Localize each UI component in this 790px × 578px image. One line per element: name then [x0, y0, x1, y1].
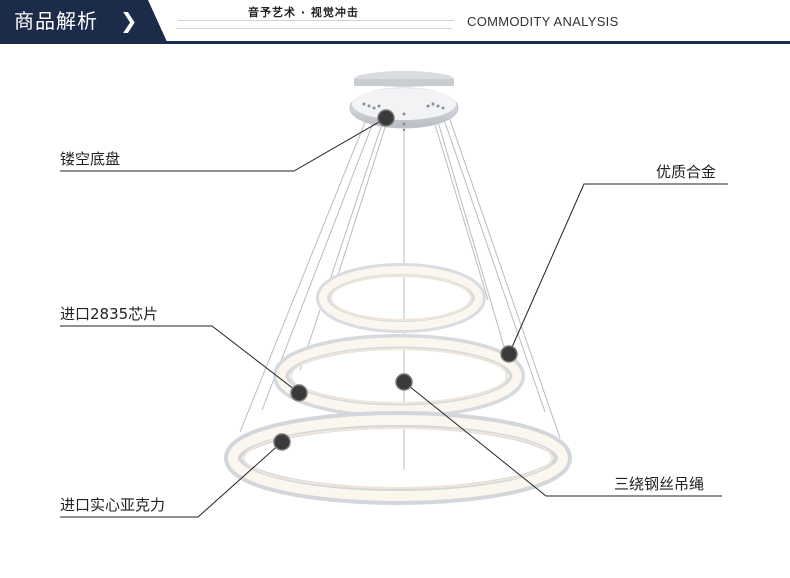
- callout-lines: [60, 117, 728, 518]
- marker-steel-wire: [395, 373, 413, 391]
- header-underline: [0, 41, 790, 44]
- ring-small: [316, 263, 486, 333]
- marker-quality-alloy: [500, 345, 518, 363]
- callout-label-solid-acrylic: 进口实心亚克力: [60, 496, 166, 514]
- header-tab-shape: [0, 0, 168, 44]
- header-divider-top: [178, 20, 454, 21]
- header-tagline: 音予艺术 · 视觉冲击: [248, 6, 359, 19]
- header-english-title: COMMODITY ANALYSIS: [467, 14, 619, 29]
- header-divider-bottom: [176, 28, 452, 29]
- callout-label-imported-chip: 进口2835芯片: [60, 305, 159, 323]
- header-title: 商品解析: [14, 9, 98, 33]
- callout-label-quality-alloy: 优质合金: [656, 163, 717, 181]
- section-header: 商品解析 ❯ 音予艺术 · 视觉冲击 COMMODITY ANALYSIS: [0, 0, 790, 44]
- callout-line-hollow-base: [60, 117, 387, 172]
- marker-imported-chip: [290, 384, 308, 402]
- chevron-right-icon: ❯: [120, 9, 138, 33]
- ring-medium: [273, 334, 525, 418]
- callout-label-steel-wire: 三绕钢丝吊绳: [614, 475, 705, 493]
- callout-line-solid-acrylic: [60, 441, 283, 518]
- callout-line-quality-alloy: [508, 183, 728, 355]
- canopy-base: [349, 71, 459, 132]
- ring-large: [224, 411, 572, 505]
- callout-line-steel-wire: [403, 381, 722, 497]
- callout-line-imported-chip: [60, 325, 300, 394]
- marker-hollow-base: [377, 109, 395, 127]
- callout-markers: [273, 109, 518, 451]
- marker-solid-acrylic: [273, 433, 291, 451]
- header-title-tab: 商品解析 ❯: [0, 0, 168, 44]
- callout-label-hollow-base: 镂空底盘: [60, 150, 121, 168]
